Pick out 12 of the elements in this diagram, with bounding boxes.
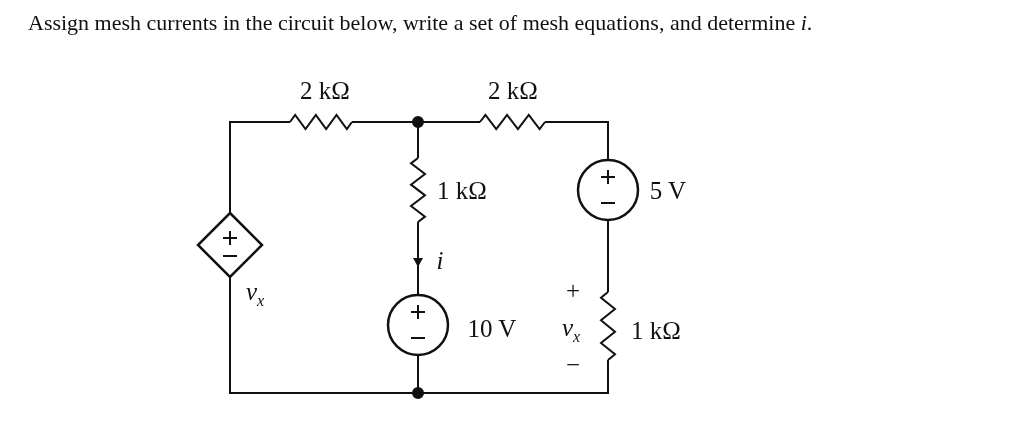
value-label: 1 kΩ [437, 177, 487, 203]
value-label: 2 kΩ [300, 77, 350, 103]
value-label: 5 V [649, 177, 687, 203]
value-label: 2 kΩ [488, 77, 538, 103]
polarity-sign: + [565, 277, 581, 303]
value-label: 1 kΩ [631, 317, 681, 343]
voltage-label: v$_{x}$ [245, 279, 265, 309]
polarity-sign: − [565, 351, 581, 377]
voltage-label: v$_{x}$ [561, 315, 581, 345]
question-text: Assign mesh currents in the circuit below, write a set of mesh equations, and determine i. [28, 10, 813, 36]
current-label: i [436, 247, 444, 273]
value-label: 10 V [467, 315, 517, 341]
